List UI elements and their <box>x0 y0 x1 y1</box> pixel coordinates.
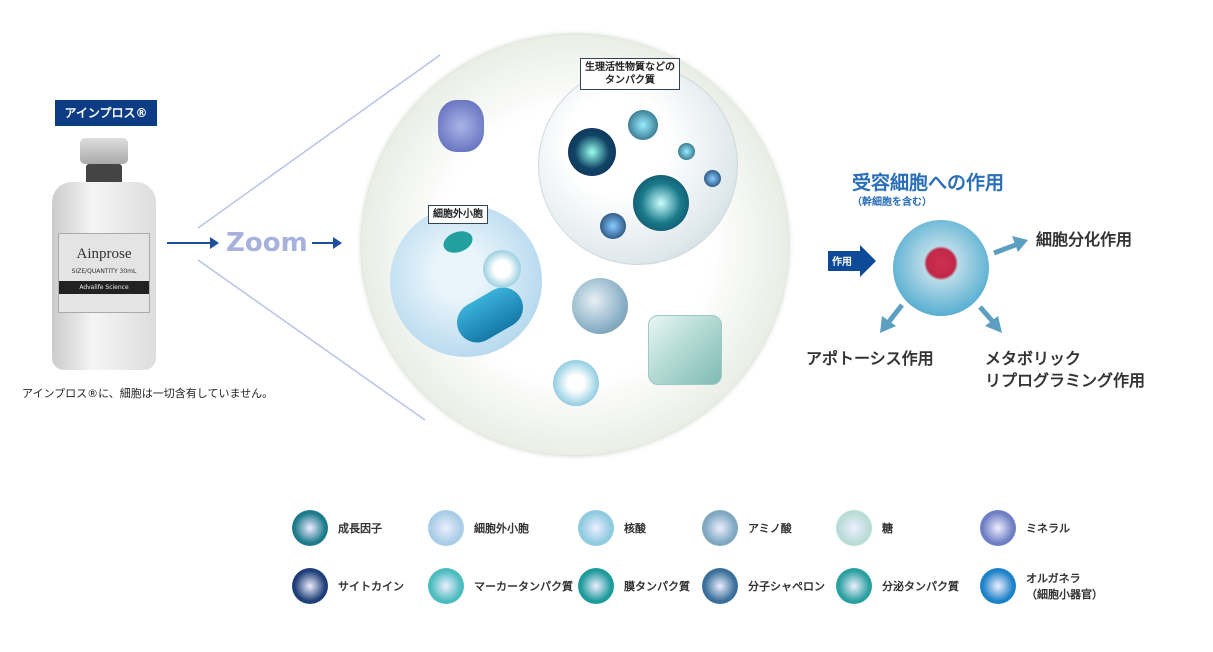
effect-apoptosis: アポトーシス作用 <box>806 349 934 368</box>
legend-icon <box>836 568 872 604</box>
cytokine-icon <box>600 213 626 239</box>
legend-label: サイトカイン <box>338 580 404 593</box>
amino-acid-icon <box>572 278 628 334</box>
legend-icon <box>980 568 1016 604</box>
legend-icon <box>980 510 1016 546</box>
legend-item: 分子シャペロン <box>702 568 825 604</box>
nucleic-acid-icon <box>553 360 599 406</box>
mineral-icon <box>438 100 484 152</box>
legend-label: 成長因子 <box>338 522 382 535</box>
protein-bubble <box>538 65 738 265</box>
legend-label: 細胞外小胞 <box>474 522 529 535</box>
product-badge: アインプロス® <box>55 100 157 126</box>
receptor-title: 受容細胞への作用 <box>852 172 1005 194</box>
legend-item: 糖 <box>836 510 893 546</box>
legend-label: ミネラル <box>1026 522 1070 535</box>
legend-item: 膜タンパク質 <box>578 568 690 604</box>
vesicle-label: 細胞外小胞 <box>428 205 488 224</box>
legend-item: オルガネラ （細胞小器官） <box>980 568 1103 604</box>
legend-item: マーカータンパク質 <box>428 568 573 604</box>
cytokine-icon <box>704 170 721 187</box>
product-caption: アインプロス®に、細胞は一切含有していません。 <box>22 387 274 400</box>
growth-factor-icon <box>678 143 695 160</box>
zoom-lines <box>197 54 441 421</box>
nucleic-acid-icon <box>483 250 521 288</box>
bottle-cap <box>80 138 128 164</box>
bottle-image: Ainprose SIZE/QUANTITY 30mL Advalife Sci… <box>52 138 156 370</box>
legend-icon <box>428 510 464 546</box>
legend-item: アミノ酸 <box>702 510 792 546</box>
bottle-label: Ainprose SIZE/QUANTITY 30mL Advalife Sci… <box>58 233 150 313</box>
receptor-subtitle: （幹細胞を含む） <box>852 197 932 208</box>
input-arrow-icon <box>828 245 876 277</box>
legend-label: マーカータンパク質 <box>474 580 573 593</box>
growth-factor-icon <box>628 110 658 140</box>
legend-label: 核酸 <box>624 522 646 535</box>
legend-label: オルガネラ （細胞小器官） <box>1026 572 1103 601</box>
arrow-icon <box>167 237 219 249</box>
legend-icon <box>578 568 614 604</box>
legend-item: ミネラル <box>980 510 1070 546</box>
legend-label: アミノ酸 <box>748 522 792 535</box>
bottle-maker: Advalife Science <box>59 281 149 294</box>
legend-icon <box>292 568 328 604</box>
legend-item: 核酸 <box>578 510 646 546</box>
legend-icon <box>578 510 614 546</box>
legend-label: 糖 <box>882 522 893 535</box>
legend-icon <box>428 568 464 604</box>
protein-label: 生理活性物質などの タンパク質 <box>580 58 680 90</box>
bottle-name: Ainprose <box>76 246 132 262</box>
sugar-icon <box>648 315 722 385</box>
legend-icon <box>292 510 328 546</box>
legend-label: 膜タンパク質 <box>624 580 690 593</box>
effect-differentiation: 細胞分化作用 <box>1036 230 1133 249</box>
legend-item: サイトカイン <box>292 568 404 604</box>
legend-icon <box>702 510 738 546</box>
growth-factor-icon <box>633 175 689 231</box>
cytokine-icon <box>568 128 616 176</box>
effect-arrows <box>880 236 1028 333</box>
legend-item: 分泌タンパク質 <box>836 568 959 604</box>
arrow-icon <box>312 237 342 249</box>
receptor-cell <box>893 220 989 316</box>
legend-item: 細胞外小胞 <box>428 510 529 546</box>
bottle-size: SIZE/QUANTITY 30mL <box>71 268 137 275</box>
legend-icon <box>836 510 872 546</box>
bottle-neck <box>86 164 122 186</box>
legend-label: 分泌タンパク質 <box>882 580 959 593</box>
legend-item: 成長因子 <box>292 510 382 546</box>
zoom-label: Zoom <box>226 228 308 258</box>
effect-metabolic-reprogramming: メタボリック リプログラミング作用 <box>985 349 1146 390</box>
legend-icon <box>702 568 738 604</box>
legend-label: 分子シャペロン <box>748 580 825 593</box>
input-label: 作用 <box>832 257 852 268</box>
